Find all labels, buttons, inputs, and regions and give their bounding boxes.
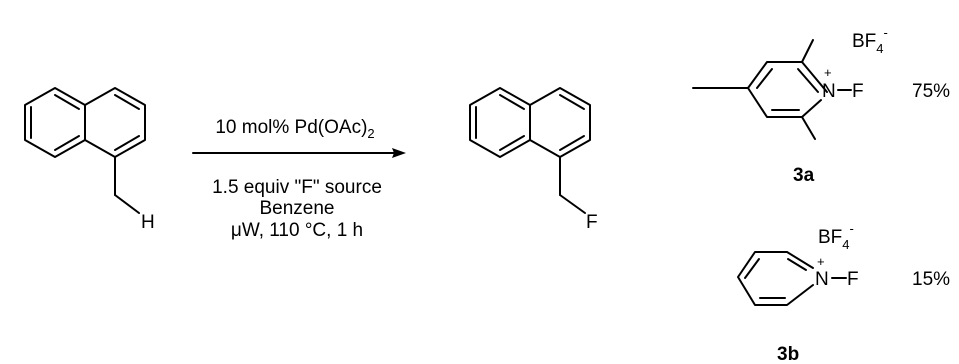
product-structure: F: [469, 87, 598, 233]
reagent-3b-counterion: BF4-: [818, 221, 854, 252]
product-inner-bond: [559, 94, 585, 110]
reactant-structure: H: [24, 87, 155, 233]
reagent-3b-label: 3b: [777, 344, 799, 364]
reaction-arrow-group: 10 mol% Pd(OAc)2 1.5 equiv "F" source Be…: [192, 117, 406, 241]
reagent-3a-label: 3a: [793, 165, 815, 186]
reagent-3b-inner-bond: [744, 258, 760, 279]
condition-catalyst: 10 mol% Pd(OAc)2: [215, 117, 374, 141]
reactant-inner-bond: [114, 135, 140, 151]
product-f-label: F: [586, 212, 598, 233]
counterion-main: BF: [852, 31, 876, 52]
reagent-3a-n-label: N: [822, 81, 836, 102]
counterion-main: BF: [818, 227, 842, 248]
reagent-3a-inner-bond: [756, 68, 773, 89]
condition-source: 1.5 equiv "F" source: [212, 177, 382, 198]
counterion-subscript: 4: [876, 41, 883, 56]
reagent-3a-charge: +: [824, 65, 832, 80]
counterion-superscript: -: [884, 25, 888, 40]
product-inner-bond: [559, 135, 585, 151]
counterion-superscript: -: [850, 221, 854, 236]
reagent-3b-n-label: N: [815, 269, 829, 290]
catalyst-main: 10 mol% Pd(OAc): [215, 117, 367, 138]
product-inner-bond: [499, 94, 525, 110]
reactant-inner-bond: [114, 94, 140, 110]
product-right-ring: [529, 87, 591, 158]
reaction-arrow-head: [392, 148, 406, 158]
reagent-3a-counterion: BF4-: [852, 25, 888, 56]
reagent-3a-structure: N + F BF4- 75% 3a: [692, 25, 950, 186]
reagent-3b-yield: 15%: [912, 269, 950, 290]
reagent-3b-f-label: F: [847, 269, 859, 290]
reagent-3a-inner-bond: [797, 68, 819, 93]
reactant-inner-bond: [54, 135, 80, 151]
catalyst-subscript: 2: [367, 126, 374, 141]
condition-temperature: μW, 110 °C, 1 h: [231, 220, 363, 241]
reagent-3a-f-label: F: [852, 81, 864, 102]
reactant-right-ring: [84, 87, 146, 158]
reagent-3b-inner-bond: [787, 258, 807, 271]
reagent-3a-yield: 75%: [912, 81, 950, 102]
reagent-3a-methyl-bond: [801, 116, 816, 140]
reagent-3b-structure: N + F BF4- 15% 3b: [737, 221, 950, 364]
reactant-ch-bond: [114, 194, 140, 214]
reactant-left-ring: [24, 87, 86, 158]
counterion-subscript: 4: [842, 237, 849, 252]
reagent-3b-charge: +: [817, 254, 825, 269]
reagent-3a-methyl-bond: [801, 39, 814, 63]
product-left-ring: [469, 87, 531, 158]
product-inner-bond: [499, 135, 525, 151]
reagent-3b-ring: [737, 251, 814, 306]
product-cf-bond: [559, 194, 586, 214]
condition-solvent: Benzene: [259, 198, 334, 219]
reactant-inner-bond: [54, 94, 80, 110]
reactant-h-label: H: [141, 212, 155, 233]
